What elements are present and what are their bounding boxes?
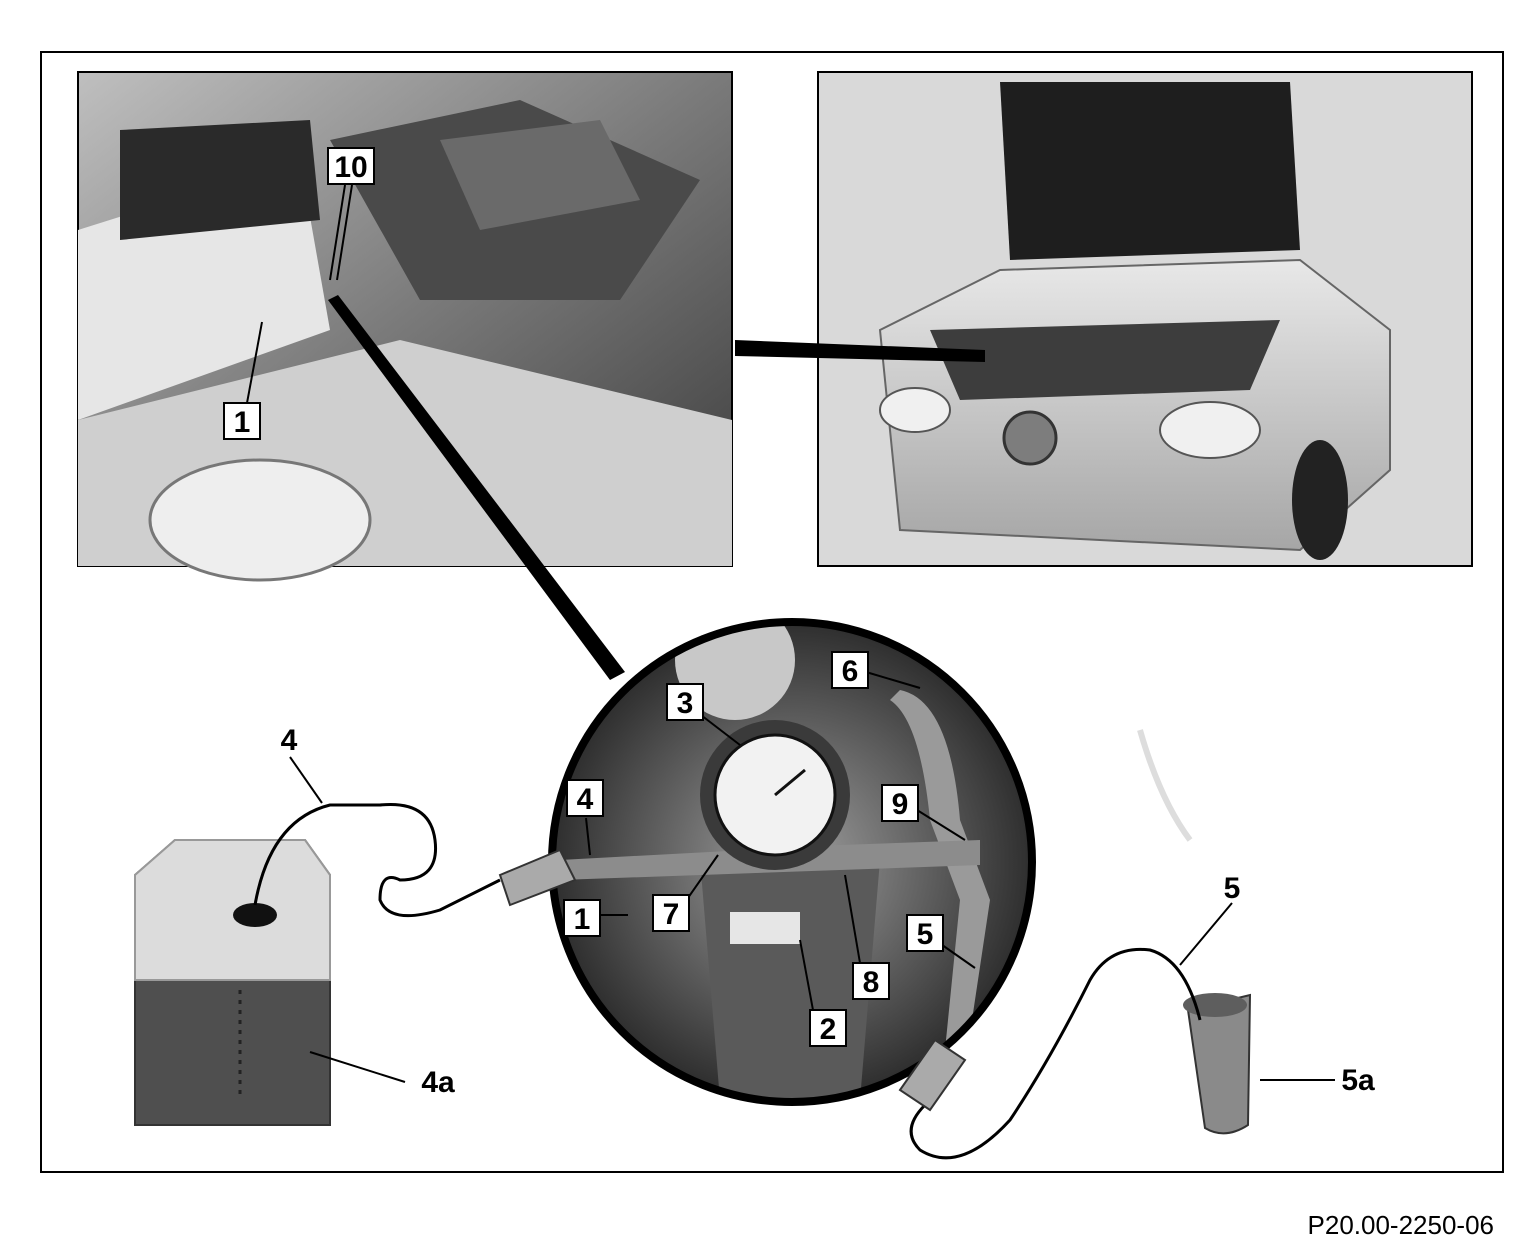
hose-4-line	[253, 802, 501, 918]
label-4: 4	[281, 724, 298, 757]
callout-1-detail: 1	[563, 899, 601, 937]
hose-4-tube	[498, 848, 577, 907]
label-5a: 5a	[1341, 1064, 1375, 1097]
callout-10: 10	[327, 147, 375, 185]
label-4a: 4a	[421, 1066, 455, 1099]
callout-7-text: 7	[663, 898, 680, 931]
callout-9-text: 9	[892, 788, 909, 821]
engine-bay-photo	[77, 71, 733, 582]
leader-lines	[246, 184, 1335, 1083]
callout-6-text: 6	[842, 655, 859, 688]
callout-7: 7	[652, 894, 690, 932]
car-front-photo	[817, 71, 1473, 567]
callout-6: 6	[831, 651, 869, 689]
hose-5-line	[909, 947, 1202, 1160]
callout-4: 4	[566, 779, 604, 817]
connector-bar	[735, 340, 985, 362]
callout-10-text: 10	[334, 151, 367, 184]
reference-code: P20.00-2250-06	[1308, 1210, 1494, 1240]
callout-2-text: 2	[820, 1013, 837, 1046]
callout-8-text: 8	[863, 966, 880, 999]
callout-1-detail-text: 1	[574, 903, 591, 936]
coolant-canister	[134, 839, 331, 1126]
label-5: 5	[1224, 872, 1241, 905]
callout-5: 5	[906, 914, 944, 952]
callout-4-text: 4	[577, 783, 594, 816]
callout-1-engine-text: 1	[234, 406, 251, 439]
callout-1-engine: 1	[223, 402, 261, 440]
callout-2: 2	[809, 1009, 847, 1047]
callout-3-text: 3	[677, 687, 694, 720]
faint-arc	[1137, 729, 1193, 842]
callout-5-text: 5	[917, 918, 934, 951]
callout-3: 3	[666, 683, 704, 721]
hose-5-tube	[898, 1038, 967, 1112]
zoom-line	[328, 295, 625, 680]
callout-8: 8	[852, 962, 890, 1000]
callout-9: 9	[881, 784, 919, 822]
